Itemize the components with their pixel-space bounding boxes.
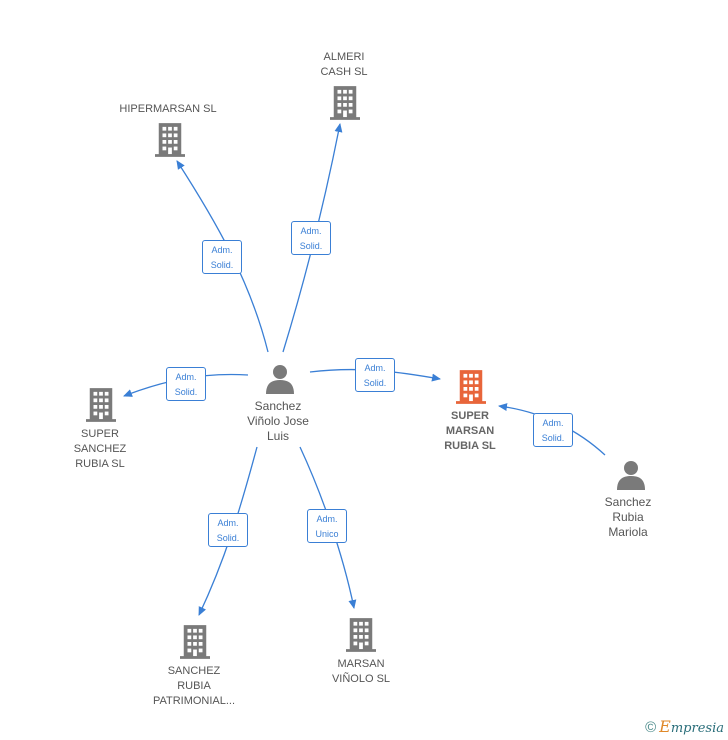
node-label-hipermarsan[interactable]: HIPERMARSAN SL <box>119 103 217 115</box>
edge-badge-super-marsan: Adm.Solid. <box>355 358 395 392</box>
company-building-icon[interactable] <box>330 86 360 120</box>
edge-badge-patrimonial: Adm.Solid. <box>208 513 248 547</box>
copyright-symbol: © <box>645 719 657 736</box>
person-icon[interactable] <box>617 461 645 490</box>
company-building-icon[interactable] <box>346 618 376 652</box>
focus-company-building-icon[interactable] <box>456 370 486 404</box>
company-building-icon[interactable] <box>155 123 185 157</box>
edge-badge-hipermarsan: Adm.Solid. <box>202 240 242 274</box>
company-building-icon[interactable] <box>86 388 116 422</box>
edge-badge-super-sanchez: Adm.Solid. <box>166 367 206 401</box>
node-label-marsan-vinolo[interactable]: MARSAN VIÑOLO SL <box>331 658 391 685</box>
node-label-sanchez-rubia-patrimonial[interactable]: SANCHEZ RUBIA PATRIMONIAL... <box>152 665 236 707</box>
node-label-sanchez-rubia-mariola[interactable]: Sanchez Rubia Mariola <box>604 495 652 539</box>
brand-logo: Empresia <box>659 717 724 736</box>
edge-badge-marsan-vinolo: Adm.Unico <box>307 509 347 543</box>
edge-badge-almeri: Adm.Solid. <box>291 221 331 255</box>
node-label-almeri[interactable]: ALMERI CASH SL <box>320 51 368 78</box>
node-label-sanchez-vinolo-jose-luis[interactable]: Sanchez Viñolo Jose Luis <box>247 399 309 443</box>
node-label-super-marsan[interactable]: SUPER MARSAN RUBIA SL <box>444 410 496 452</box>
node-label-super-sanchez[interactable]: SUPER SANCHEZ RUBIA SL <box>73 428 127 470</box>
person-icon[interactable] <box>266 365 294 394</box>
empresia-brand[interactable]: ©Empresia <box>645 717 724 736</box>
company-building-icon[interactable] <box>180 625 210 659</box>
edge-badge-mariola-super-marsan: Adm.Solid. <box>533 413 573 447</box>
